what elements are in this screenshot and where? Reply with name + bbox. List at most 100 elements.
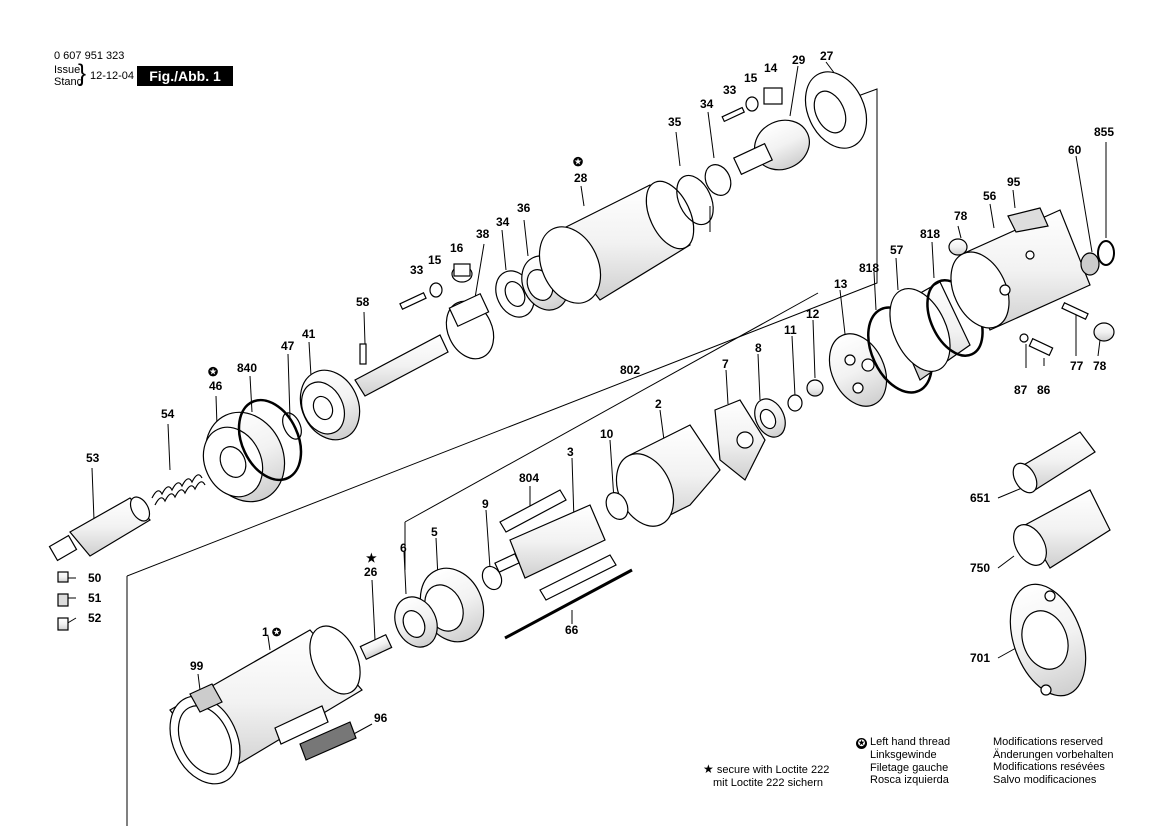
screen-60 — [1080, 252, 1100, 276]
flange-701 — [1009, 583, 1087, 697]
leader-lines — [64, 61, 1107, 737]
cylinder-2 — [615, 424, 721, 527]
label-33a: 33 — [723, 83, 737, 97]
issue-label: Issue — [54, 64, 81, 76]
loctite-de: mit Loctite 222 sichern — [713, 776, 824, 789]
upper-group-frame — [126, 88, 878, 577]
leader-line — [931, 241, 935, 279]
ring-gear-28 — [538, 180, 695, 304]
label-818b: 818 — [859, 261, 879, 275]
leader-line — [997, 647, 1017, 659]
leader-line — [997, 555, 1015, 569]
spindle-53 — [48, 496, 151, 562]
bracket-802-top — [404, 292, 819, 523]
label-33b: 33 — [410, 263, 424, 277]
ring-34a-inner — [504, 281, 526, 307]
leader-line — [609, 439, 615, 501]
leader-line — [659, 409, 665, 441]
label-86: 86 — [1037, 383, 1051, 397]
plug-78b — [1093, 322, 1115, 342]
label-78a: 78 — [954, 209, 968, 223]
washer-34b — [704, 164, 732, 196]
label-701: 701 — [970, 651, 990, 665]
label-5: 5 — [431, 525, 438, 539]
pinion-26 — [359, 633, 393, 661]
label-87: 87 — [1014, 383, 1028, 397]
bearing-flange-46 — [202, 411, 286, 503]
label-96: 96 — [374, 711, 388, 725]
leader-line — [791, 335, 796, 397]
label-41: 41 — [302, 327, 316, 341]
label-1: 1 — [262, 625, 269, 639]
label-58: 58 — [356, 295, 370, 309]
figure-label: Fig./Abb. 1 — [137, 66, 233, 86]
parts — [48, 71, 1115, 785]
rating-plate-96 — [299, 721, 357, 761]
lh-de: Linksgewinde — [870, 749, 937, 761]
ball-bearing-6 — [394, 596, 438, 648]
label-16: 16 — [450, 241, 464, 255]
leader-line — [474, 243, 485, 299]
leader-line — [571, 457, 575, 521]
circlip-47 — [282, 412, 302, 440]
leader-line — [580, 185, 585, 207]
label-11: 11 — [784, 323, 797, 337]
label-99 — [189, 683, 223, 713]
washer-15a — [429, 282, 443, 298]
planet-gear-14 — [763, 87, 783, 105]
leader-line — [675, 131, 681, 167]
label-9: 9 — [482, 497, 489, 511]
housing-1 — [169, 625, 363, 785]
bearing-plate-12 — [806, 379, 824, 397]
leader-line — [1097, 339, 1101, 357]
label-28: 28 — [574, 171, 588, 185]
label-46: 46 — [209, 379, 223, 393]
label-6: 6 — [400, 541, 407, 555]
spring-86 — [1028, 337, 1054, 357]
washer-11 — [787, 394, 803, 412]
leader-line — [197, 673, 201, 691]
group-frame-lines — [126, 88, 878, 826]
pin-58 — [359, 343, 367, 365]
rotor-3 — [494, 504, 606, 579]
sleeve-57 — [889, 281, 971, 381]
ball-87 — [1019, 333, 1029, 343]
label-99: 99 — [190, 659, 204, 673]
modifications-note: Modifications reserved Änderungen vorbeh… — [993, 736, 1113, 786]
label-95 — [1007, 207, 1049, 233]
label-56: 56 — [983, 189, 997, 203]
label-2: 2 — [655, 397, 662, 411]
label-54: 54 — [161, 407, 175, 421]
washer-9 — [481, 565, 503, 591]
part-labels: 1 ✪ 2 3 5 6 7 8 9 10 11 12 13 14 15 15 1… — [86, 49, 1114, 725]
screw-77 — [1061, 301, 1089, 321]
disc-27 — [804, 71, 868, 149]
loctite-star: ★ — [366, 551, 377, 565]
leader-line — [91, 467, 95, 521]
label-60: 60 — [1068, 143, 1082, 157]
mod-de: Änderungen vorbehalten — [993, 748, 1114, 761]
leader-line — [895, 257, 899, 291]
pin-33b — [721, 106, 746, 123]
lh-fr: Filetage gauche — [870, 761, 949, 774]
silencer-750 — [1013, 489, 1111, 569]
hose-nipple-651 — [1012, 431, 1096, 494]
circlip-35 — [676, 174, 714, 226]
brace-glyph: } — [78, 60, 87, 87]
leader-line — [873, 271, 877, 311]
label-36: 36 — [517, 201, 531, 215]
washer-15b — [745, 96, 759, 112]
stand-label: Stand — [54, 76, 83, 88]
plug-78a — [948, 238, 968, 256]
leader-line — [267, 635, 271, 651]
lh-es: Rosca izquierda — [870, 774, 949, 786]
label-95: 95 — [1007, 175, 1021, 189]
left-hand-thread-icon: ✪ — [856, 738, 867, 749]
label-52: 52 — [88, 611, 102, 625]
label-34b: 34 — [496, 215, 510, 229]
mod-en: Modifications reserved — [993, 736, 1104, 748]
left-hand-thread-note: ✪Left hand thread Linksgewinde Filetage … — [856, 736, 950, 787]
mod-es: Salvo modificaciones — [993, 773, 1097, 786]
issue-date: 12-12-04 — [90, 70, 135, 82]
label-840: 840 — [237, 361, 257, 375]
